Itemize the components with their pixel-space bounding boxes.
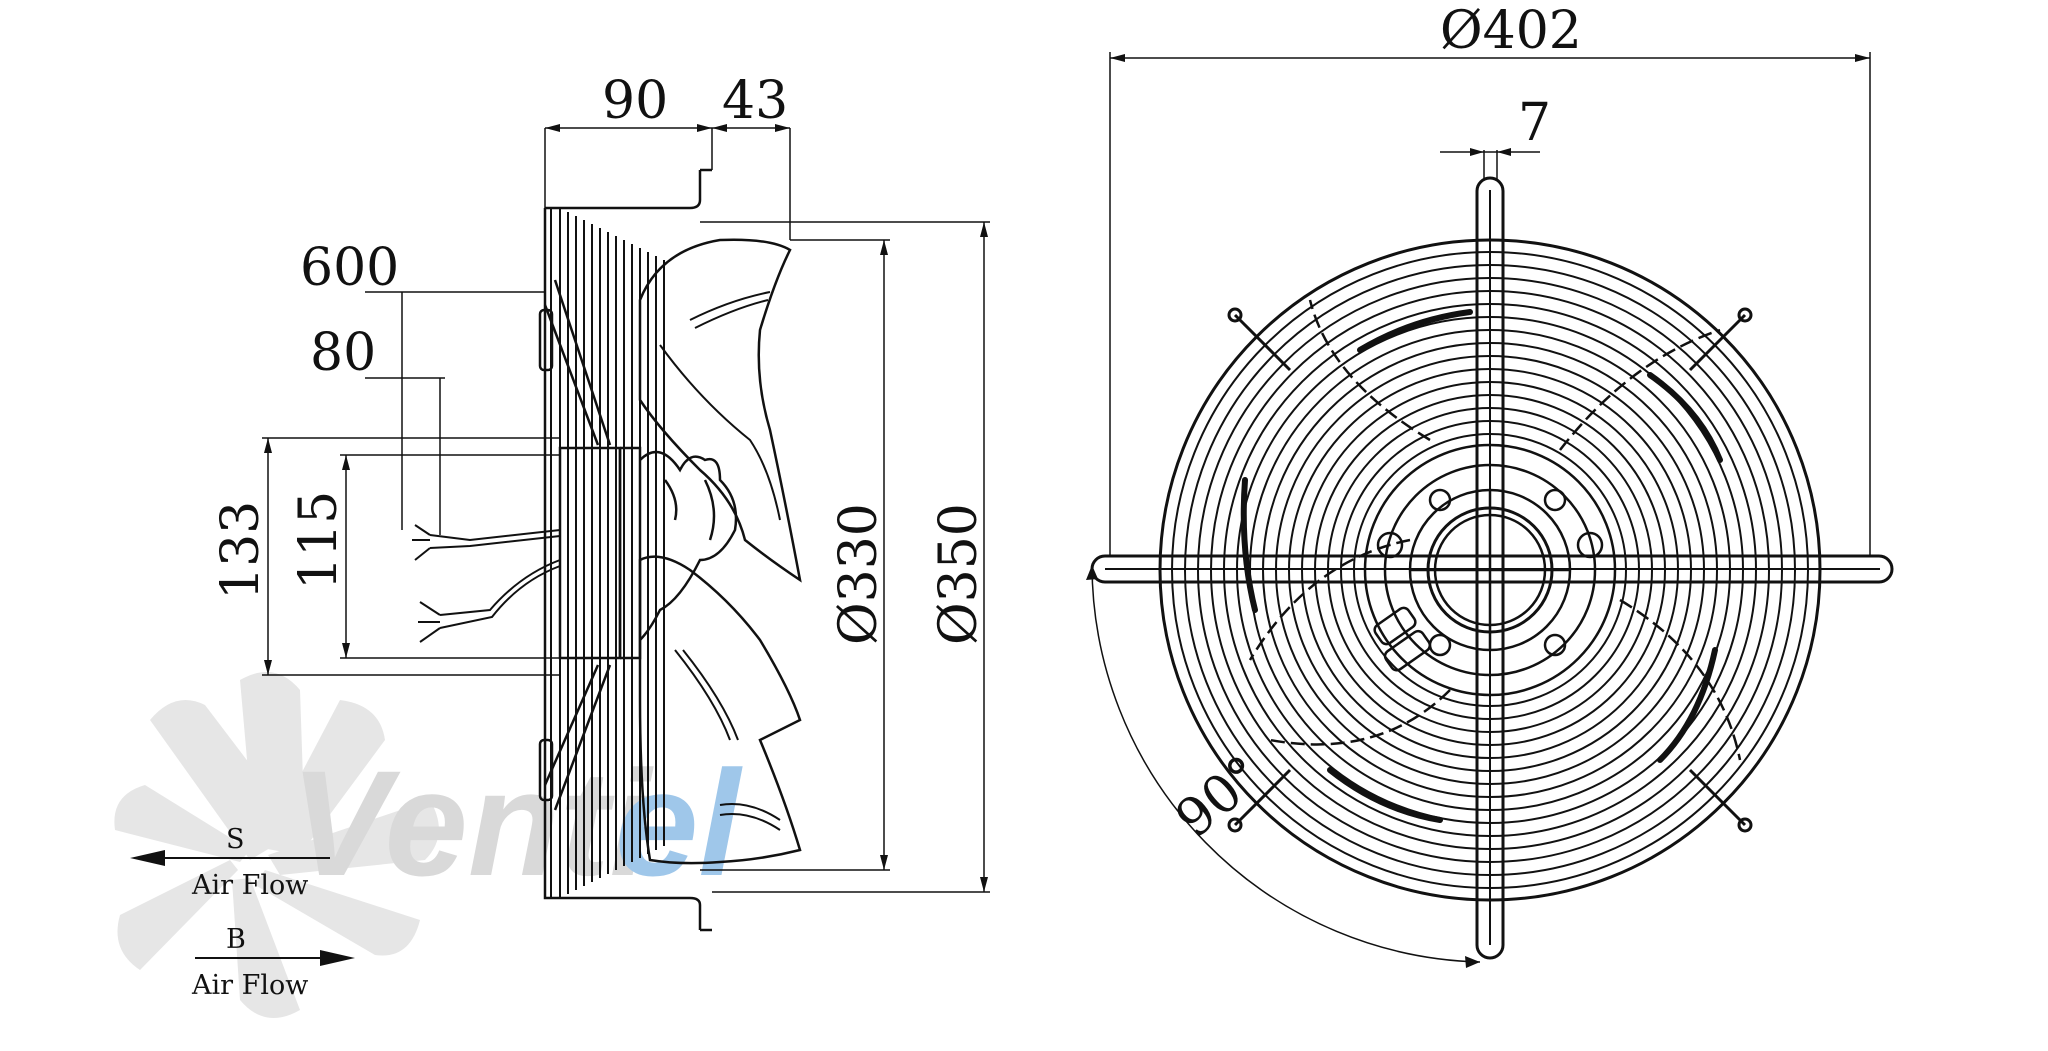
svg-text:S: S (226, 824, 245, 855)
watermark-fan-logo (114, 672, 439, 1018)
svg-text:B: B (226, 924, 246, 955)
side-view-dimensions: 90 43 600 80 133 115 Ø330 Ø350 (211, 71, 990, 893)
guard-outline (543, 170, 702, 930)
dim-80: 80 (310, 323, 376, 383)
front-blades (1248, 299, 1742, 761)
dim-dia-330: Ø330 (829, 503, 889, 645)
blade-lower (638, 555, 802, 865)
dim-600: 600 (300, 238, 399, 298)
blade-slots (1240, 309, 1723, 823)
guard-ribs (550, 208, 665, 898)
support-posts (1227, 307, 1753, 833)
dim-angle-90: 90° (1165, 745, 1274, 850)
suction-airflow: S Air Flow (130, 824, 330, 901)
blade-upper (638, 238, 802, 583)
dim-133: 133 (211, 501, 271, 600)
airflow-legend: S Air Flow B Air Flow (130, 824, 355, 1001)
watermark: Venti el (114, 672, 743, 1018)
front-view (1090, 176, 1894, 960)
dim-90: 90 (602, 71, 668, 131)
mounting-arm-top (553, 279, 612, 446)
dim-7: 7 (1518, 93, 1551, 153)
dim-115: 115 (289, 491, 349, 590)
svg-text:Air Flow: Air Flow (191, 970, 308, 1001)
svg-text:Air Flow: Air Flow (191, 870, 308, 901)
motor-hub (1363, 443, 1617, 697)
blow-airflow: B Air Flow (191, 924, 355, 1001)
dim-43: 43 (722, 71, 788, 131)
cable-glands (1373, 606, 1432, 672)
mounting-arm-bottom (553, 664, 612, 811)
watermark-text-gray: Venti (290, 739, 654, 907)
cables (412, 524, 561, 643)
dim-dia-350: Ø350 (929, 503, 989, 645)
watermark-text-blue: el (615, 739, 743, 907)
hub (639, 450, 738, 641)
dim-dia-402: Ø402 (1440, 1, 1582, 61)
mounting-bar-vertical (1475, 176, 1505, 960)
side-view (412, 168, 802, 932)
